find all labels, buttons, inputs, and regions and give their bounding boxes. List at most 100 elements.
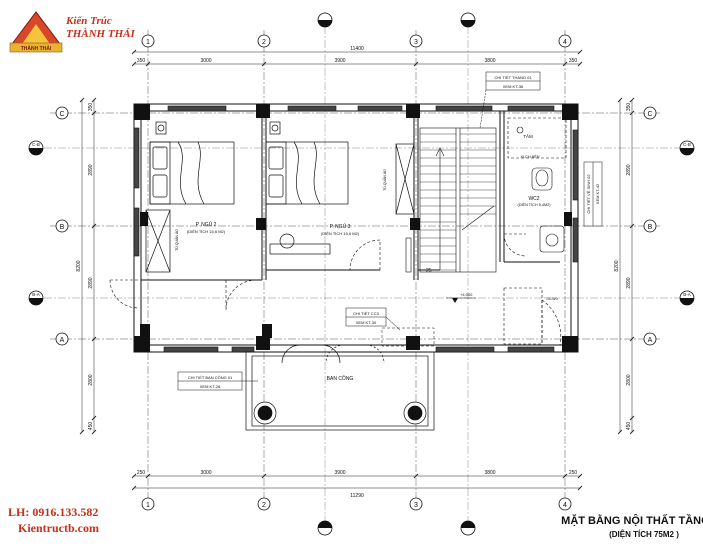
dim-top-seg-1: 350 xyxy=(137,58,146,64)
shower-label: TẮM xyxy=(523,132,533,139)
axis-row-a-right: A xyxy=(648,337,653,344)
shower-area xyxy=(507,117,567,159)
planter-right-icon xyxy=(407,405,423,421)
logo-ribbon xyxy=(9,42,63,53)
structural-columns xyxy=(134,104,578,352)
axis-col-2-top: 2 xyxy=(262,39,266,46)
callout-stair-line2: XEM KT-36 xyxy=(503,84,524,89)
brand-logo: THÀNH THÁI xyxy=(9,11,63,53)
callout-wc-line2: XEM KT-42 xyxy=(595,183,600,204)
grid-lines xyxy=(30,12,690,536)
column-axis-bubbles: 1 2 3 4 1 2 3 4 xyxy=(141,34,572,511)
wardrobe2-label: TỦ QUẦN ÁO xyxy=(174,229,179,251)
bedroom3-furniture xyxy=(265,121,415,255)
dim-bottom-seg-3: 3900 xyxy=(334,470,345,476)
section-marker-right-1: C-B xyxy=(683,142,691,147)
door-label: S1-5/0 xyxy=(546,296,559,301)
axis-row-b-right: B xyxy=(648,224,653,231)
dim-left-seg-5: 450 xyxy=(88,422,94,431)
bedroom2-area: (DIỆN TÍCH 15,6 M2) xyxy=(187,229,226,234)
desk xyxy=(269,243,331,255)
bedroom2-furniture xyxy=(145,121,235,273)
bedroom3-area: (DIỆN TÍCH 15,6 M2) xyxy=(321,231,360,236)
bedroom3-name: P. NGỦ 3 xyxy=(330,223,351,230)
callout-cc3-line1: CHI TIẾT CC3 xyxy=(353,311,379,316)
dim-left-seg-3: 2890 xyxy=(88,277,94,288)
axis-col-3-bottom: 3 xyxy=(414,502,418,509)
callout-stair xyxy=(479,71,541,129)
wc-fixtures xyxy=(503,117,567,345)
axis-row-c-right: C xyxy=(647,111,652,118)
toilet-icon xyxy=(531,167,553,191)
wardrobe3-label: TỦ QUẦN ÁO xyxy=(382,169,387,191)
dim-right-total: 8200 xyxy=(614,260,620,271)
logo-house-icon xyxy=(22,24,50,44)
axis-row-a-left: A xyxy=(60,337,65,344)
axis-row-c-left: C xyxy=(59,111,64,118)
bedroom2-name: P. NGỦ 2 xyxy=(196,221,217,228)
dim-right-seg-1: 350 xyxy=(626,103,632,112)
brand-line1: Kiến Trúc xyxy=(65,15,112,27)
sink-icon xyxy=(539,225,565,253)
axis-col-1-top: 1 xyxy=(146,39,150,46)
callout-cc3 xyxy=(345,307,435,347)
section-marker-left-2: B-A xyxy=(32,292,40,297)
wardrobe-2 xyxy=(145,209,171,273)
callout-balcony xyxy=(177,371,258,391)
wc-name: WC2 xyxy=(528,196,539,202)
dim-bottom-total: 11290 xyxy=(350,493,364,499)
dim-left-total: 8200 xyxy=(76,260,82,271)
contact-phone: LH: 0916.133.582 xyxy=(8,505,98,519)
shower-head-icon xyxy=(516,126,524,134)
brand-line2: THÀNH THÁI xyxy=(66,28,135,40)
planter-left-icon xyxy=(257,405,273,421)
dim-right-seg-2: 2890 xyxy=(626,164,632,175)
section-markers: C-B B-A C-B B-A xyxy=(28,12,695,536)
wardrobe-3 xyxy=(395,143,415,215)
balcony xyxy=(245,344,435,431)
dim-top-seg-4: 3800 xyxy=(484,58,495,64)
windows xyxy=(133,105,579,353)
dimension-texts: 11400 350 3000 3900 3800 350 250 3000 39… xyxy=(76,46,632,499)
dim-bottom-seg-2: 3000 xyxy=(200,470,211,476)
callout-cc3-line2: XEM KT-30 xyxy=(356,320,377,325)
level-text: +4,000 xyxy=(460,292,473,297)
drawing-subtitle: (DIỆN TÍCH 75M2 ) xyxy=(609,530,679,539)
dim-top-seg-3: 3900 xyxy=(334,58,345,64)
callout-wc xyxy=(583,161,603,227)
level-marker: +4,000 xyxy=(446,292,476,303)
dimension-lines xyxy=(79,49,635,491)
dim-left-seg-4: 2800 xyxy=(88,374,94,385)
dim-right-seg-3: 2890 xyxy=(626,277,632,288)
dim-top-total: 11400 xyxy=(350,46,364,52)
axis-col-2-bottom: 2 xyxy=(262,502,266,509)
chair-icon xyxy=(279,233,295,249)
section-marker-right-2: B-A xyxy=(683,292,691,297)
callout-wc-line1: CHI TIẾT VỆ SINH 02 xyxy=(586,174,591,214)
nightstand-icon xyxy=(155,121,167,135)
contact-website: Kientructb.com xyxy=(18,521,99,535)
axis-col-1-bottom: 1 xyxy=(146,502,150,509)
bed-2 xyxy=(149,141,235,205)
dim-left-seg-1: 350 xyxy=(88,103,94,112)
balcony-label: BAN CÔNG xyxy=(327,375,354,382)
row-axis-bubbles: C B A C B A xyxy=(55,106,657,346)
callout-balcony-line1: CHI TIẾT BAN CÔNG 01 xyxy=(188,375,233,380)
axis-row-b-left: B xyxy=(60,224,65,231)
callout-stair-line1: CHI TIẾT THANG 01 xyxy=(494,75,532,80)
dim-bottom-seg-4: 3800 xyxy=(484,470,495,476)
stair-number: 25 xyxy=(426,268,432,274)
bed-3 xyxy=(265,141,349,205)
dim-left-seg-2: 2890 xyxy=(88,164,94,175)
logo-text: THÀNH THÁI xyxy=(21,45,52,52)
dim-bottom-seg-1: 250 xyxy=(137,470,146,476)
toilet-label: XÍ,CH BỆN xyxy=(521,154,540,159)
dim-right-seg-4: 2800 xyxy=(626,374,632,385)
wc-area: (DIỆN TÍCH 5,4M2) xyxy=(517,202,551,207)
callout-balcony-line2: XEM KT-26 xyxy=(200,384,221,389)
stair-arrow xyxy=(435,147,495,270)
axis-col-3-top: 3 xyxy=(414,39,418,46)
section-marker-left-1: C-B xyxy=(32,142,40,147)
